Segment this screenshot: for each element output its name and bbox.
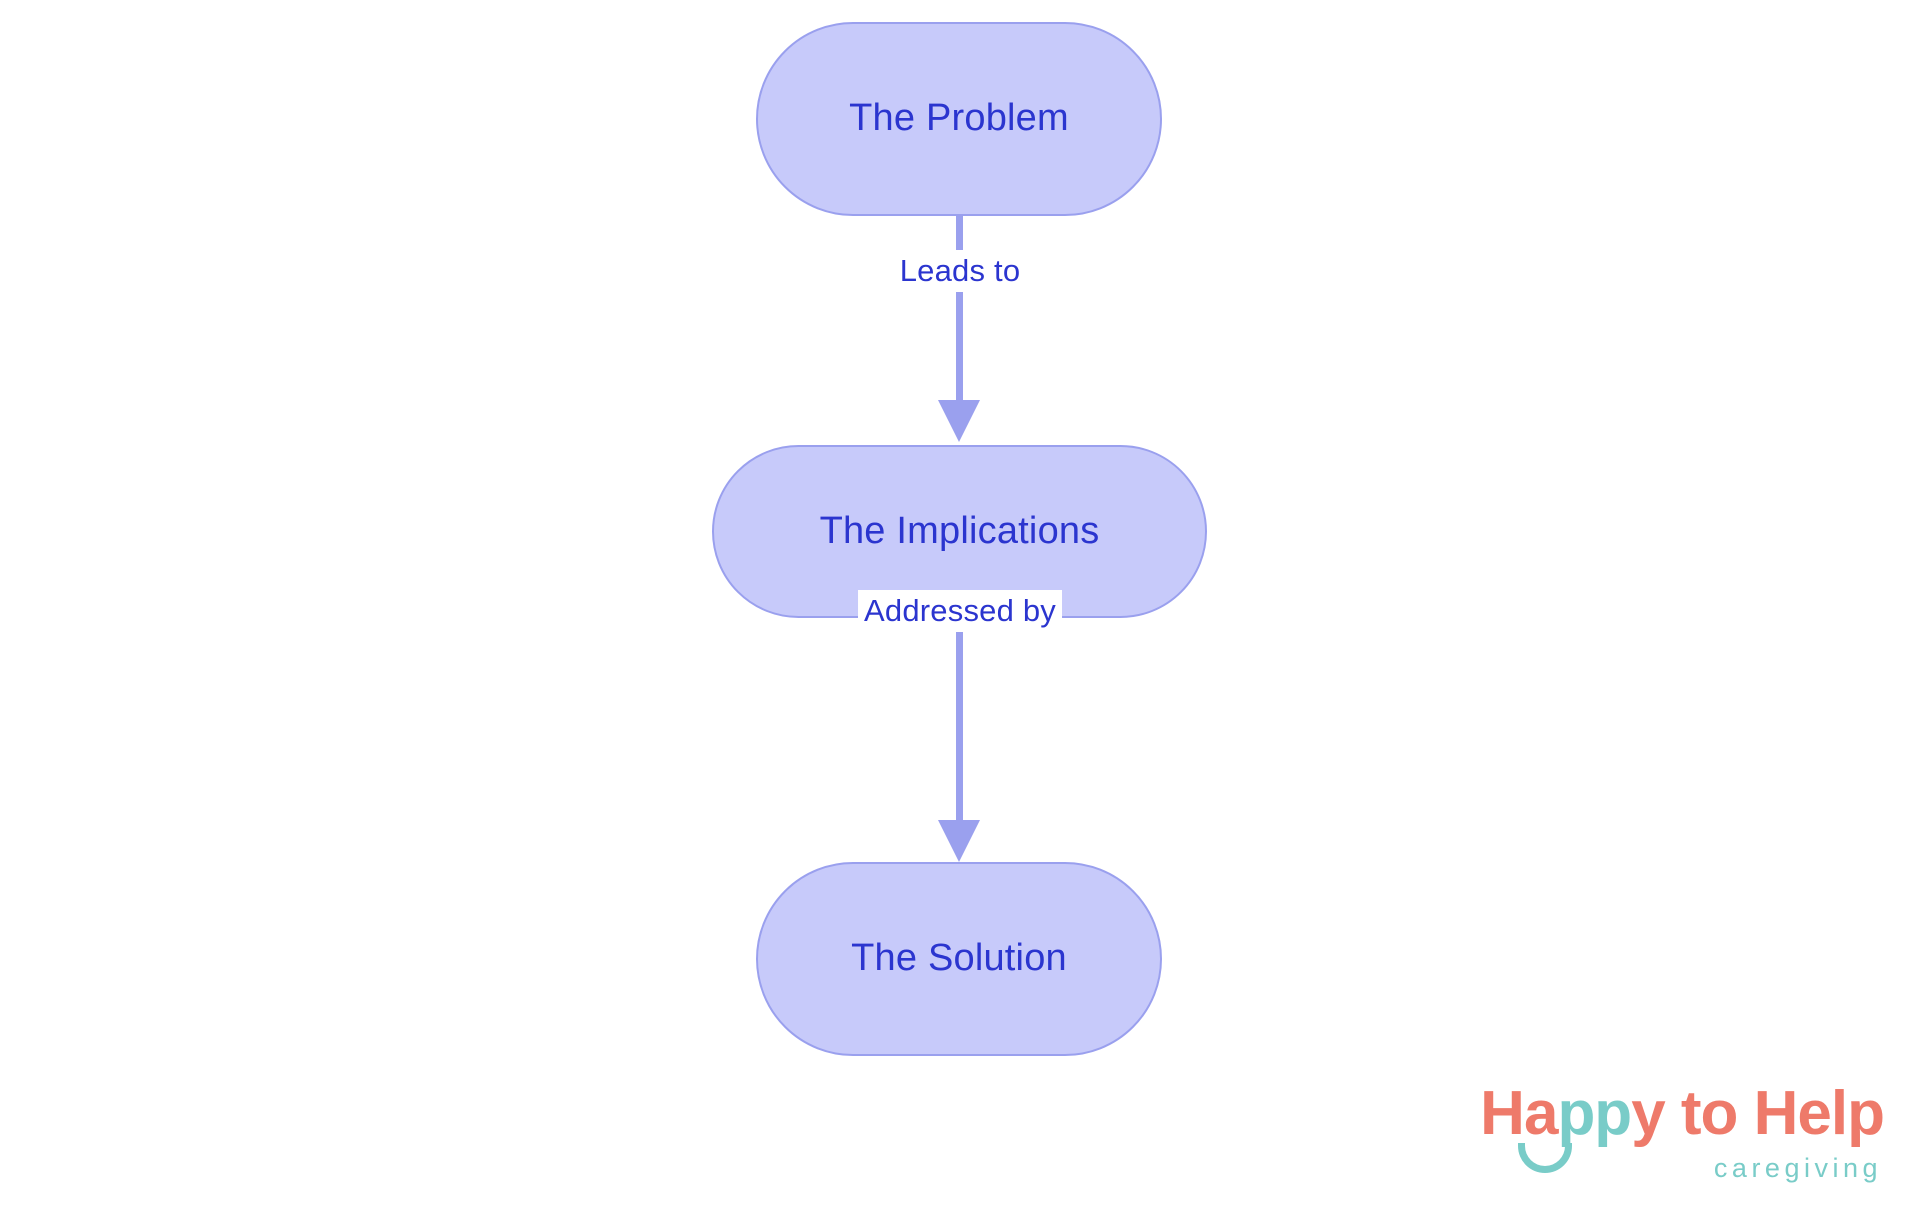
flow-edge-line-problem-to-implications bbox=[956, 214, 963, 402]
flow-edge-label-leads-to: Leads to bbox=[893, 250, 1027, 292]
logo-wordmark-part-2: pp bbox=[1557, 1079, 1632, 1148]
brand-logo: Happy to Help caregiving bbox=[1464, 1083, 1885, 1193]
flow-node-solution[interactable]: The Solution bbox=[756, 862, 1162, 1056]
smile-arc-icon bbox=[1518, 1143, 1572, 1173]
flow-node-label: The Problem bbox=[849, 97, 1069, 140]
flow-node-implications[interactable]: The Implications bbox=[712, 445, 1207, 618]
flowchart: The Problem Leads to The Implications Ad… bbox=[712, 22, 1207, 1056]
logo-wordmark: Happy to Help bbox=[1480, 1083, 1885, 1145]
flow-node-label: The Implications bbox=[819, 509, 1100, 552]
arrow-down-icon bbox=[938, 820, 980, 862]
flow-edge-label-addressed-by: Addressed by bbox=[858, 590, 1062, 632]
flow-node-label: The Solution bbox=[851, 937, 1067, 980]
flow-edge-line-implications-to-solution bbox=[956, 616, 963, 821]
logo-tagline: caregiving bbox=[1713, 1153, 1882, 1183]
arrow-down-icon bbox=[938, 400, 980, 442]
logo-wordmark-part-3: y to Help bbox=[1631, 1079, 1885, 1148]
flow-node-problem[interactable]: The Problem bbox=[756, 22, 1162, 216]
logo-wordmark-part-1: Ha bbox=[1480, 1079, 1558, 1148]
